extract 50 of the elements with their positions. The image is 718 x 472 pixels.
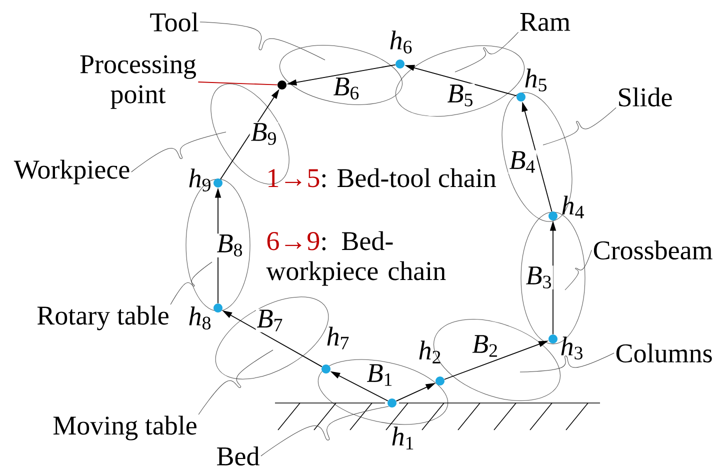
joint-label: h$_{1}$	[392, 426, 414, 450]
edge-label: B$_{5}$	[448, 84, 472, 106]
joint-dot	[388, 398, 396, 408]
joint-label: h$_{5}$	[525, 68, 546, 92]
joint-label: h$_{4}$	[562, 196, 584, 218]
part-label: Tool	[150, 12, 198, 32]
leader-line	[564, 250, 592, 290]
edge-label: B$_{9}$	[251, 123, 276, 145]
leader-line	[260, 406, 389, 456]
processing-point-dot	[278, 80, 286, 90]
part-label: Bed	[217, 446, 260, 466]
part-label: Rotary table	[37, 306, 168, 330]
body-label: B$_{1}$	[367, 364, 392, 386]
joint-dot	[214, 304, 222, 312]
leader-line	[131, 132, 226, 172]
leader-line	[454, 32, 519, 72]
leader-line	[198, 82, 278, 86]
edge-label: B$_{8}$	[217, 234, 242, 256]
joint-dot	[396, 60, 404, 68]
edge-label: B$_{7}$	[257, 310, 282, 332]
part-label: Ram	[520, 13, 570, 31]
joint-label: h$_{8}$	[189, 306, 211, 330]
leader-line	[520, 352, 614, 372]
chain-note: 1→5: Bed-tool chain	[268, 168, 496, 188]
part-label: Workpiece	[14, 160, 130, 184]
edge-label: B$_{6}$	[333, 78, 359, 100]
leader-line	[200, 22, 326, 60]
edge-label: B$_{3}$	[526, 266, 551, 288]
joint-dot	[548, 212, 558, 220]
joint-dot	[548, 334, 558, 344]
part-label: Moving table	[53, 416, 196, 440]
chain-note: 6→9: Bed-workpiece chain	[266, 231, 446, 286]
joint-label: h$_{3}$	[561, 336, 582, 360]
joint-dot	[214, 178, 222, 188]
joint-dot	[516, 92, 526, 102]
leader-line	[170, 262, 212, 305]
edge-label: B$_{2}$	[472, 335, 497, 357]
joint-dot	[322, 364, 330, 374]
joint-label: h$_{2}$	[419, 340, 440, 364]
joint-dot	[436, 376, 444, 386]
leader-line	[542, 107, 616, 146]
part-label: Slide	[619, 88, 672, 106]
part-label: Crossbeam	[594, 240, 712, 260]
part-label: Columns	[616, 344, 712, 362]
edge-label: B$_{4}$	[510, 151, 535, 173]
joint-label: h$_{7}$	[327, 326, 349, 350]
joint-label: h$_{9}$	[189, 168, 210, 192]
part-label: Processing point	[80, 55, 196, 109]
leader-line	[198, 350, 274, 415]
joint-label: h$_{6}$	[390, 30, 412, 54]
